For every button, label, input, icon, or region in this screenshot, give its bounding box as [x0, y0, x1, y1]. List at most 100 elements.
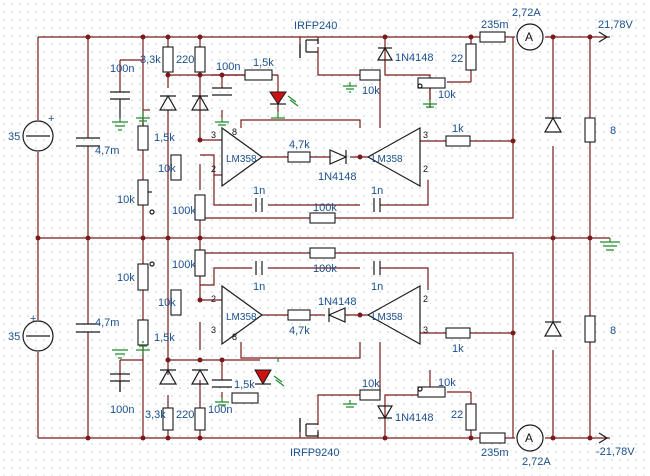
resistor-100k-bottom: [194, 249, 206, 277]
resistor-1k5-top: [137, 125, 149, 151]
diode-gate-bottom: 1N4148: [376, 405, 434, 424]
component-label: A: [525, 431, 533, 445]
component-label: 2: [211, 164, 216, 174]
component-label: 4,7m: [95, 317, 119, 329]
opamp-2-top: LM358 3 2: [366, 126, 428, 188]
cap-100n-top: 100n: [110, 63, 134, 131]
supply-bottom-label: 35: [8, 331, 20, 343]
component-label: A: [525, 30, 533, 44]
component-label: 8: [232, 332, 237, 342]
component-label: IRFP240: [294, 20, 337, 32]
zener-top: [158, 94, 210, 111]
pot-10k-bottom: [137, 263, 149, 291]
component-label: 1n: [253, 281, 265, 293]
resistor-10k-b-bottom: [359, 389, 381, 401]
resistor-3k3-top: [162, 46, 174, 73]
component-label: 1N4148: [395, 52, 434, 64]
cap-1n-b-bottom: 1n: [371, 261, 383, 293]
cap-100n-b-top: 100n: [212, 61, 240, 96]
component-label: 8: [232, 127, 237, 137]
led-top: [269, 91, 299, 107]
mosfet-top: IRFP240: [294, 20, 337, 58]
voltage-top: 21,78V: [598, 19, 634, 31]
probe-top: [598, 31, 609, 43]
component-label: 10k: [117, 194, 135, 206]
component-label: 1n: [371, 185, 383, 197]
component-label: 3: [211, 325, 216, 335]
supply-top-label: 35: [8, 131, 20, 143]
component-label: 235m: [481, 447, 509, 459]
led-bottom: [254, 369, 285, 387]
shunt-top: [479, 31, 506, 43]
diode-top: 1N4148: [318, 149, 357, 183]
ammeter-top: A 2,72A: [512, 7, 544, 51]
component-label: 1N4148: [318, 171, 357, 183]
component-label: 4,7m: [95, 145, 119, 157]
cap-100n-b-bottom: 100n: [208, 379, 232, 416]
bulk-cap-top: 4,7m: [76, 137, 119, 157]
component-label: 220: [176, 409, 194, 421]
component-label: 100n: [110, 404, 134, 416]
resistor-1k-bottom: [445, 327, 471, 339]
opamp-1-top: LM358 3 2 8: [211, 126, 264, 188]
component-label: 10k: [438, 377, 456, 389]
component-label: 4,7k: [289, 139, 310, 151]
resistor-220-bottom: [194, 407, 206, 431]
component-label: 8: [610, 125, 616, 137]
wires: [37, 36, 610, 439]
zener-bottom: [158, 368, 210, 385]
component-label: 2,72A: [522, 456, 551, 468]
supply-top: + 35: [8, 113, 54, 152]
diode-right-top: [543, 116, 563, 133]
ground-symbols-top: [136, 82, 620, 251]
opamp-1-bottom: LM358 2 3 8: [211, 284, 264, 346]
component-label: 100k: [172, 259, 196, 271]
resistor-1k5-led-bottom: [231, 392, 259, 404]
component-label: 22: [451, 53, 463, 65]
bulk-cap-bottom: 4,7m: [76, 317, 119, 333]
component-label: 3: [423, 325, 428, 335]
resistor-22-bottom: [465, 403, 477, 431]
shunt-bottom: [479, 432, 506, 444]
resistor-4k7-bottom: [287, 309, 311, 321]
component-label: 3,3k: [140, 54, 161, 66]
component-label: 3: [423, 130, 428, 140]
resistor-22-top: [465, 43, 477, 71]
component-label: 10k: [362, 378, 380, 390]
component-label: 1k: [452, 343, 464, 355]
component-label: 220: [176, 54, 194, 66]
component-label: 1,5k: [154, 332, 175, 344]
component-label: 10k: [158, 163, 176, 175]
component-label: 1k: [452, 123, 464, 135]
component-label: 3,3k: [145, 409, 166, 421]
diode-right-bottom: [543, 320, 563, 337]
resistor-100k-top: [194, 194, 206, 221]
resistor-1k5-bottom: [137, 319, 149, 346]
mosfet-bottom: IRFP9240: [290, 418, 340, 459]
diode-gate-top: 1N4148: [376, 46, 434, 64]
component-label: 1N4148: [318, 296, 357, 308]
pot-10k-2-bottom: [417, 386, 446, 398]
component-label: LM358: [226, 312, 257, 323]
component-label: 235m: [481, 19, 509, 31]
supply-bottom: + 35: [8, 313, 54, 352]
component-label: 10k: [362, 85, 380, 97]
component-label: 2,72A: [512, 7, 541, 19]
component-label: 100n: [208, 404, 232, 416]
resistor-10k-b-top: [359, 69, 381, 81]
cap-1n-a-top: 1n: [253, 185, 265, 212]
component-label: IRFP9240: [290, 447, 340, 459]
load-top: [584, 117, 596, 143]
pot-10k-top: [137, 179, 149, 206]
resistor-10k-top: [170, 154, 182, 181]
load-bottom: [584, 315, 596, 343]
component-label: +: [48, 113, 54, 125]
component-label: 100k: [172, 205, 196, 217]
voltage-bottom: -21,78V: [596, 446, 635, 458]
diode-bottom: 1N4148: [318, 296, 357, 323]
component-label: 3: [211, 130, 216, 140]
component-label: 10k: [438, 89, 456, 101]
cap-100n-bottom: 100n: [110, 349, 134, 416]
